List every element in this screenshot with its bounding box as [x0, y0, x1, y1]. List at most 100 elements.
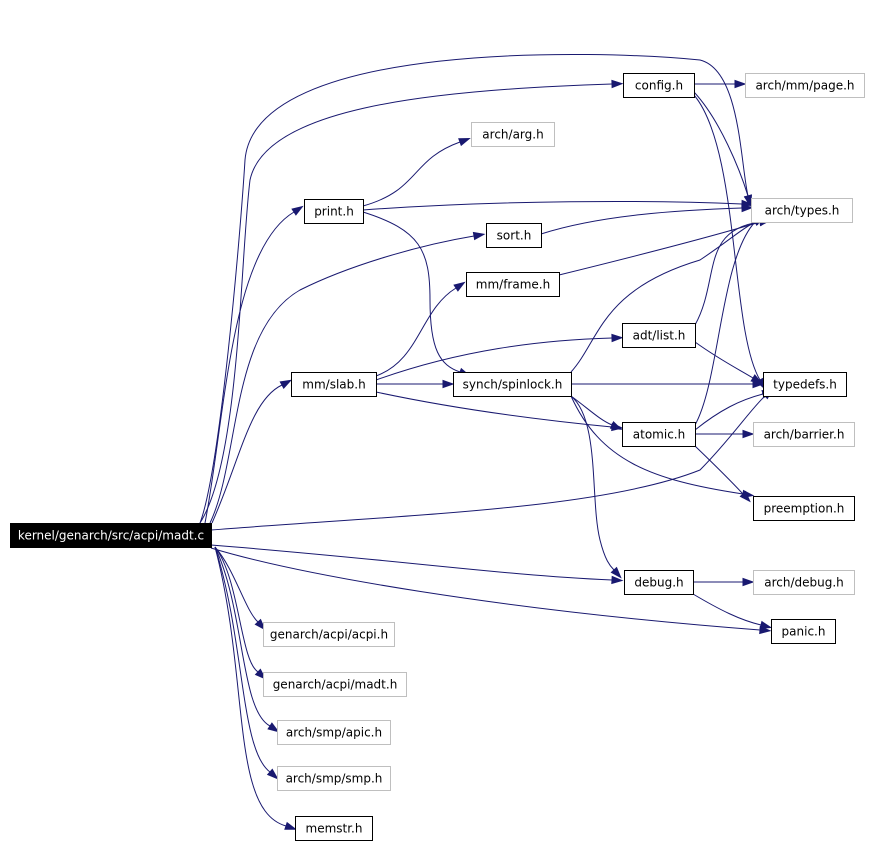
- edge-madt-c-to-mm-slab-h: [211, 379, 293, 524]
- edge-mm-slab-h-to-atomic-h: [375, 391, 624, 432]
- node-arch-mm-page-h[interactable]: arch/mm/page.h: [745, 73, 865, 98]
- edge-madt-c-to-genarch-acpi-acpi-h: [214, 546, 266, 631]
- node-debug-h[interactable]: debug.h: [624, 570, 694, 595]
- edge-atomic-h-to-arch-types-h: [694, 213, 763, 426]
- arrowhead: [458, 137, 471, 147]
- arrowhead: [267, 722, 280, 733]
- edge-madt-c-to-genarch-acpi-madt-h: [214, 546, 267, 680]
- node-label: config.h: [635, 79, 683, 93]
- node-label: memstr.h: [306, 822, 363, 836]
- edge-config-h-to-typedefs-h: [693, 94, 766, 391]
- arrowhead: [291, 205, 304, 216]
- edge-synch-spinlock-h-to-arch-types-h: [570, 216, 766, 373]
- edge-atomic-h-to-arch-barrier-h: [695, 429, 755, 439]
- arrowhead: [442, 379, 455, 389]
- node-label: atomic.h: [633, 428, 685, 442]
- edge-atomic-h-to-preemption-h: [694, 445, 751, 503]
- node-label: kernel/genarch/src/acpi/madt.c: [18, 529, 204, 543]
- node-label: debug.h: [634, 576, 683, 590]
- node-label: sort.h: [497, 229, 532, 243]
- node-label: arch/arg.h: [482, 128, 543, 142]
- node-adt-list-h[interactable]: adt/list.h: [622, 323, 696, 348]
- arrowhead: [739, 490, 751, 503]
- node-label: mm/slab.h: [302, 378, 365, 392]
- node-label: panic.h: [782, 625, 826, 639]
- edge-synch-spinlock-h-to-typedefs-h: [571, 379, 765, 389]
- node-preemption-h[interactable]: preemption.h: [753, 496, 855, 521]
- arrowhead: [279, 379, 293, 389]
- node-label: adt/list.h: [633, 329, 686, 343]
- node-sort-h[interactable]: sort.h: [486, 223, 542, 248]
- edge-mm-slab-h-to-adt-list-h: [375, 333, 624, 381]
- arrowhead: [284, 821, 297, 830]
- node-arch-types-h[interactable]: arch/types.h: [751, 198, 853, 223]
- node-label: genarch/acpi/acpi.h: [270, 628, 388, 642]
- node-mm-slab-h[interactable]: mm/slab.h: [291, 372, 377, 397]
- edge-mm-slab-h-to-synch-spinlock-h: [376, 379, 455, 389]
- arrowhead: [254, 668, 267, 680]
- arrowhead: [759, 620, 773, 629]
- node-arch-barrier-h[interactable]: arch/barrier.h: [753, 422, 855, 447]
- edge-madt-c-to-memstr-h: [214, 546, 297, 830]
- edge-adt-list-h-to-typedefs-h: [694, 341, 763, 384]
- node-typedefs-h[interactable]: typedefs.h: [763, 372, 847, 397]
- arrowhead: [741, 203, 754, 213]
- node-madt-c[interactable]: kernel/genarch/src/acpi/madt.c: [10, 523, 212, 548]
- edge-print-h-to-arch-types-h: [362, 199, 754, 211]
- edge-print-h-to-arch-arg-h: [362, 137, 471, 207]
- edge-madt-c-to-arch-smp-smp-h: [214, 546, 279, 780]
- arrowhead: [453, 281, 466, 292]
- node-arch-smp-apic-h[interactable]: arch/smp/apic.h: [277, 720, 391, 745]
- edge-madt-c-to-typedefs-h: [210, 387, 774, 531]
- edge-synch-spinlock-h-to-debug-h: [570, 395, 622, 579]
- node-panic-h[interactable]: panic.h: [771, 619, 836, 644]
- arrowhead: [742, 429, 755, 439]
- edge-madt-c-to-sort-h: [209, 231, 486, 524]
- arrowhead: [610, 566, 622, 579]
- node-print-h[interactable]: print.h: [304, 199, 364, 224]
- edge-config-h-to-arch-types-h: [693, 91, 752, 207]
- edge-madt-c-to-debug-h: [210, 544, 624, 585]
- edge-debug-h-to-panic-h: [692, 593, 773, 629]
- node-label: arch/smp/smp.h: [286, 772, 383, 786]
- arrowhead: [266, 768, 279, 780]
- node-genarch-acpi-acpi-h[interactable]: genarch/acpi/acpi.h: [263, 622, 395, 647]
- node-label: typedefs.h: [773, 378, 837, 392]
- arrowhead: [742, 577, 755, 587]
- edge-synch-spinlock-h-to-atomic-h: [570, 395, 623, 430]
- node-label: arch/mm/page.h: [755, 79, 854, 93]
- node-label: genarch/acpi/madt.h: [273, 678, 398, 692]
- node-label: arch/debug.h: [764, 576, 844, 590]
- node-synch-spinlock-h[interactable]: synch/spinlock.h: [453, 372, 572, 397]
- arrowhead: [611, 333, 624, 343]
- node-memstr-h[interactable]: memstr.h: [295, 816, 373, 841]
- node-label: print.h: [314, 205, 354, 219]
- arrowhead: [472, 231, 486, 241]
- node-genarch-acpi-madt-h[interactable]: genarch/acpi/madt.h: [263, 672, 407, 697]
- arrowhead: [611, 575, 624, 585]
- arrowhead: [752, 379, 765, 389]
- node-config-h[interactable]: config.h: [623, 73, 695, 98]
- arrowhead: [609, 420, 623, 430]
- edge-madt-c-to-config-h: [199, 79, 624, 524]
- node-label: mm/frame.h: [476, 278, 550, 292]
- edge-madt-c-to-arch-smp-apic-h: [214, 546, 280, 733]
- node-label: arch/barrier.h: [764, 428, 845, 442]
- edge-print-h-to-synch-spinlock-h: [362, 211, 471, 377]
- edges-layer: [199, 53, 775, 830]
- edge-mm-frame-h-to-arch-types-h: [558, 218, 772, 276]
- node-label: synch/spinlock.h: [463, 378, 563, 392]
- arrowhead: [611, 79, 624, 89]
- node-arch-debug-h[interactable]: arch/debug.h: [753, 570, 855, 595]
- node-atomic-h[interactable]: atomic.h: [622, 422, 696, 447]
- edge-config-h-to-arch-mm-page-h: [694, 79, 747, 89]
- arrowhead: [734, 79, 747, 89]
- edge-madt-c-to-print-h: [204, 205, 304, 524]
- node-arch-arg-h[interactable]: arch/arg.h: [471, 122, 555, 147]
- node-label: preemption.h: [764, 502, 845, 516]
- node-arch-smp-smp-h[interactable]: arch/smp/smp.h: [277, 766, 391, 791]
- node-mm-frame-h[interactable]: mm/frame.h: [466, 272, 560, 297]
- node-label: arch/types.h: [765, 204, 840, 218]
- edge-mm-slab-h-to-mm-frame-h: [375, 281, 466, 377]
